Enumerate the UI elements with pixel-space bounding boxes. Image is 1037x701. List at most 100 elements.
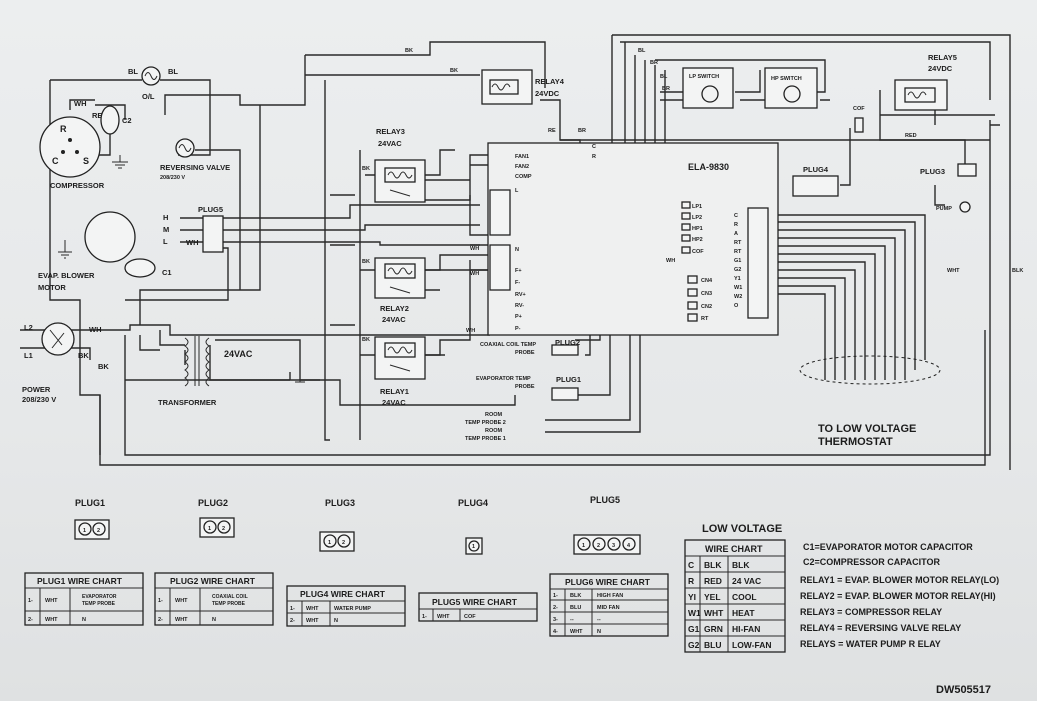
- plug2-pin1: 1: [208, 526, 211, 532]
- terminal-fan2: FAN2: [515, 164, 529, 170]
- relay4-name: RELAY4: [535, 77, 565, 86]
- plug6-r2-desc: MID FAN: [597, 605, 620, 611]
- plug3-pin2: 2: [342, 540, 345, 546]
- compressor-s: S: [83, 156, 89, 166]
- plug1-r1-desc-2: TEMP PROBE: [82, 601, 116, 607]
- tstat-r: R: [734, 222, 738, 228]
- plug1-r1-color: WHT: [45, 598, 58, 604]
- low-voltage-cell: 24 VAC: [732, 576, 761, 586]
- compressor-capacitor-label: C2: [122, 116, 132, 125]
- ol-wire-right: BL: [168, 67, 178, 76]
- plug6-r3-color: --: [570, 617, 574, 623]
- plug4-r2-desc: N: [334, 618, 338, 624]
- compressor: R C S COMPRESSOR WH RE C2: [39, 99, 132, 190]
- relay1-voltage: 24VAC: [382, 398, 406, 407]
- probe-room2-label-2: TEMP PROBE 2: [465, 420, 506, 426]
- plug1-pin2: 2: [97, 528, 100, 534]
- plug6-r2-pin: 2-: [553, 605, 558, 611]
- probe-room1-label: ROOM: [485, 428, 503, 434]
- blower-capacitor-label: C1: [162, 268, 172, 277]
- relay3-name: RELAY3: [376, 127, 405, 136]
- reversing-valve: REVERSING VALVE 208/230 V: [160, 138, 230, 181]
- relay1: RELAY1 24VAC BK: [362, 336, 426, 407]
- cof-label: COF: [853, 106, 865, 112]
- terminal-lp2: LP2: [692, 215, 702, 221]
- power-l2: L2: [24, 323, 33, 332]
- wire-bl-2: BL: [660, 74, 668, 80]
- plug2-r1-pin: 1-: [158, 598, 163, 604]
- legend-relay4: RELAY4 = REVERSING VALVE RELAY: [800, 623, 961, 633]
- overload-switch: BL BL O/L: [128, 66, 178, 101]
- board-tstat-terminals: C R A RT RT G1 G2 Y1 W1 W2 O: [734, 213, 742, 309]
- legend-c1: C1=EVAPORATOR MOTOR CAPACITOR: [803, 542, 973, 552]
- low-voltage-cell: BLK: [732, 560, 750, 570]
- low-voltage-cell: W1: [688, 608, 701, 618]
- low-voltage-cell: BLK: [704, 560, 722, 570]
- plug6-r1-desc: HIGH FAN: [597, 593, 623, 599]
- power-bk: BK: [78, 351, 89, 360]
- board-cr-terminals: C R RE BR: [548, 128, 596, 160]
- probe-coil-label-2: PROBE: [515, 350, 535, 356]
- wire-bl-1: BL: [638, 48, 646, 54]
- terminal-fan1: FAN1: [515, 154, 529, 160]
- blower-label: EVAP. BLOWER: [38, 271, 95, 280]
- plug5-pin4: 4: [627, 543, 631, 549]
- fan-terminals: FAN1 FAN2 COMP L N: [515, 154, 532, 253]
- plug2-chart-title: PLUG2 WIRE CHART: [170, 576, 256, 586]
- relay3: RELAY3 24VAC BK: [362, 127, 426, 203]
- transformer-label: TRANSFORMER: [158, 398, 217, 407]
- probes: PLUG2 COAXIAL COIL TEMP PROBE PLUG1 EVAP…: [465, 338, 581, 442]
- terminal-c: C: [592, 144, 596, 150]
- terminal-r: R: [592, 154, 596, 160]
- plug1-r2-desc: N: [82, 617, 86, 623]
- plug6-r2-color: BLU: [570, 605, 581, 611]
- relay3-voltage: 24VAC: [378, 139, 402, 148]
- relay2-name: RELAY2: [380, 304, 409, 313]
- relay4: RELAY4 24VDC: [481, 69, 565, 105]
- plug2-r1-desc: COAXIAL COIL: [212, 594, 248, 600]
- low-voltage-cell: RED: [704, 576, 722, 586]
- plug3-heading: PLUG3: [325, 498, 355, 508]
- legend-c2: C2=COMPRESSOR CAPACITOR: [803, 557, 940, 567]
- plug1-wire-chart: PLUG1 WIRE CHART 1- WHT EVAPORATOR TEMP …: [24, 572, 144, 626]
- plug6-wire-chart: PLUG6 WIRE CHART 1- BLK HIGH FAN 2- BLU …: [549, 573, 669, 637]
- plug6-r3-pin: 3-: [553, 617, 558, 623]
- probe-room2-label: ROOM: [485, 412, 503, 418]
- terminal-p-minus: P-: [515, 326, 521, 332]
- reversing-valve-label: REVERSING VALVE: [160, 163, 230, 172]
- board-switch-terminals: LP1 LP2 HP1 HP2 COF WH: [666, 201, 704, 264]
- relay5-voltage: 24VDC: [928, 64, 953, 73]
- relay5-name: RELAY5: [928, 53, 957, 62]
- low-voltage-cell: C: [688, 560, 694, 570]
- terminal-rv-plus: RV+: [515, 292, 526, 298]
- plug4-heading: PLUG4: [458, 498, 488, 508]
- plug4-chart-title: PLUG4 WIRE CHART: [300, 589, 386, 599]
- plug2-r1-color: WHT: [175, 598, 188, 604]
- compressor-c: C: [52, 156, 59, 166]
- plug1-r1-desc: EVAPORATOR: [82, 594, 117, 600]
- control-board: ELA-9830 PLUG4: [487, 142, 839, 336]
- hp-switch: HP SWITCH: [764, 67, 818, 109]
- plug3-top-label: PLUG3: [920, 167, 945, 176]
- plug5-pin2: 2: [597, 543, 600, 549]
- plug6-r4-desc: N: [597, 629, 601, 635]
- power-bk-2: BK: [98, 362, 109, 371]
- terminal-f-plus: F+: [515, 268, 522, 274]
- ol-wire-left: BL: [128, 67, 138, 76]
- plug5-top-label: PLUG5: [198, 205, 223, 214]
- plug4-r1-desc: WATER PUMP: [334, 606, 371, 612]
- plug2-r1-desc-2: TEMP PROBE: [212, 601, 246, 607]
- relay2-bk: BK: [362, 259, 370, 265]
- plug3-pump: PLUG3 PUMP: [920, 163, 977, 213]
- plug-row: PLUG1 PLUG2 PLUG3 PLUG4 PLUG5 1 2 1 2 1 …: [74, 495, 641, 555]
- hp-switch-label: HP SWITCH: [771, 76, 802, 82]
- wire-chart-title: WIRE CHART: [705, 544, 763, 554]
- tstat-o: O: [734, 303, 739, 309]
- plug1-r1-pin: 1-: [28, 598, 33, 604]
- wire-br-2: BR: [662, 86, 670, 92]
- terminal-rv-minus: RV-: [515, 303, 524, 309]
- plug2-r2-pin: 2-: [158, 617, 163, 623]
- plug5-pin3: 3: [612, 543, 615, 549]
